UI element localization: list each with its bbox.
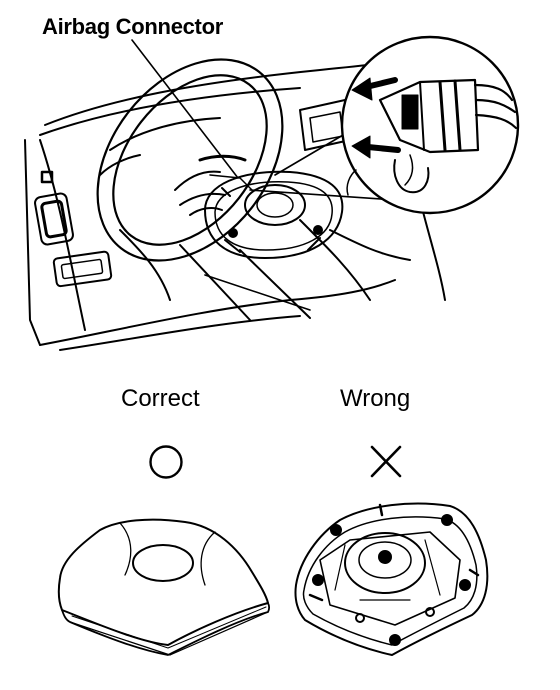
cross-mark-icon (370, 445, 402, 478)
steering-wheel (96, 58, 284, 262)
connector-magnifier-inset (340, 35, 520, 215)
dashboard-drawing (24, 59, 446, 351)
airbag-pad-wrong-face-down (294, 502, 489, 656)
airbag-connector-label: Airbag Connector (42, 14, 223, 39)
circle-mark-icon (149, 445, 183, 479)
airbag-pad-correct-face-up (57, 518, 271, 656)
wrong-label: Wrong (340, 385, 411, 412)
correct-label: Correct (121, 385, 200, 412)
airbag-pad-in-wheel (174, 154, 344, 259)
left-vent (34, 192, 74, 246)
